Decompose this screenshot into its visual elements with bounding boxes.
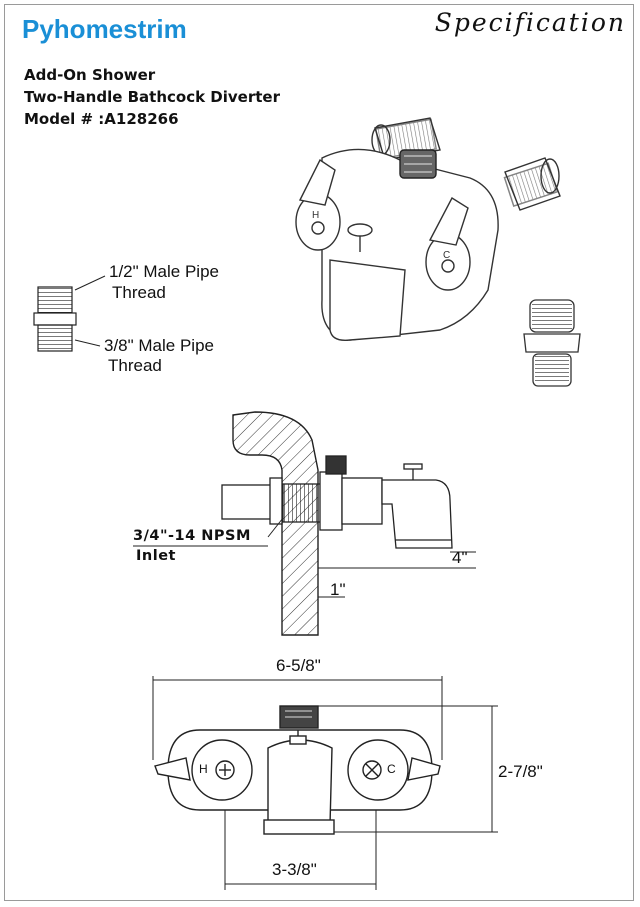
top-thread-label-line1: 1/2" Male Pipe (109, 262, 219, 281)
brand-logo: Pyhomestrim (22, 14, 187, 44)
page-border (4, 4, 634, 901)
cold-mark: C (387, 762, 396, 776)
callout-line-top (74, 275, 106, 291)
hot-mark: H (199, 762, 208, 776)
height-dimension: 2-7/8" (498, 762, 543, 781)
hot-handle-isometric: H (295, 158, 341, 251)
bottom-thread-label-line1: 3/8" Male Pipe (104, 336, 214, 355)
inlet-leader (267, 517, 284, 538)
cold-handle-isometric: C (425, 197, 471, 291)
pipe-adapter-fitting (33, 286, 77, 352)
overall-width-dimension: 6-5/8" (276, 656, 321, 675)
faucet-isometric: H C (295, 117, 561, 341)
top-thread-label-line2: Thread (112, 283, 166, 302)
inlet-spec-label: 3/4"-14 NPSM (133, 528, 251, 544)
dimension-lines (152, 676, 498, 890)
svg-text:H: H (312, 210, 319, 221)
adapter-fitting-isometric (523, 299, 581, 387)
wall-thickness-dimension: 1" (330, 580, 346, 599)
faucet-front-view (154, 705, 441, 835)
model-number: Model # :A128266 (24, 110, 179, 128)
wall-section (232, 411, 319, 636)
page-title: Specification (434, 8, 626, 37)
product-name: Add-On Shower (24, 66, 156, 84)
bottom-thread-label-line2: Thread (108, 356, 162, 375)
inlet-label: Inlet (136, 548, 176, 564)
center-spacing-dimension: 3-3/8" (272, 860, 317, 879)
faucet-side-view (221, 455, 453, 549)
callout-line-bottom (74, 339, 101, 347)
product-description: Two-Handle Bathcock Diverter (24, 88, 280, 106)
right-inlet-nipple (503, 157, 561, 211)
svg-text:C: C (443, 250, 450, 261)
spout-reach-dimension: 4" (452, 548, 468, 567)
